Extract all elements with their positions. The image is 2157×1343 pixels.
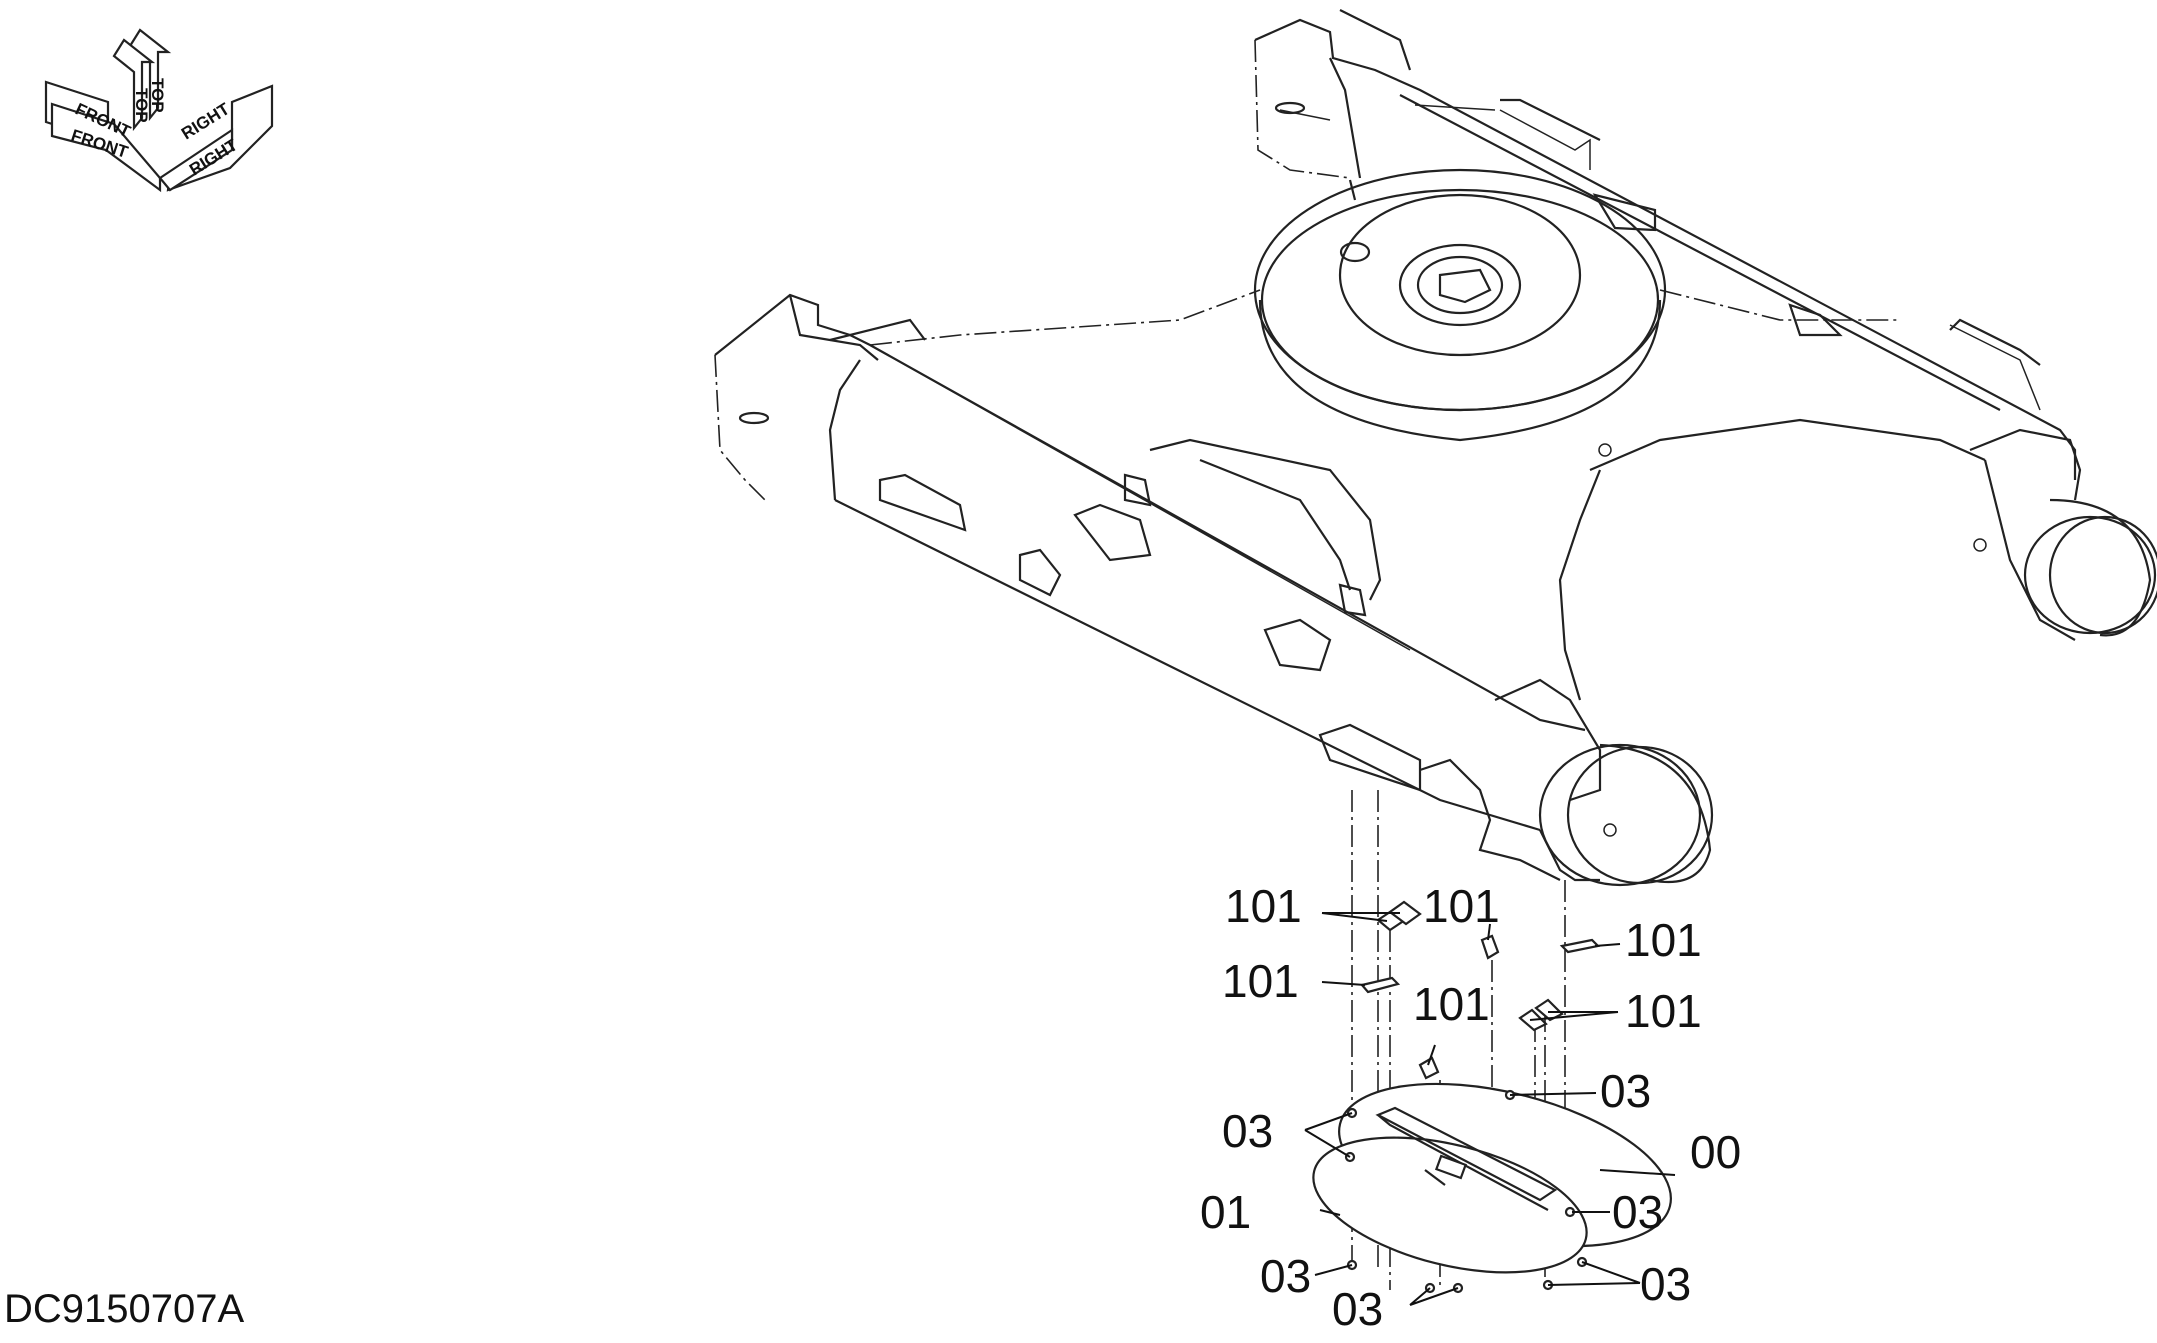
callout-03: 03 [1260, 1250, 1311, 1302]
undercarriage-frame [714, 9, 2157, 887]
cover-latch [1434, 1154, 1468, 1180]
callout-101: 101 [1413, 978, 1490, 1030]
drawing-code: DC9150707A [4, 1287, 244, 1331]
callout-03: 03 [1222, 1105, 1273, 1157]
callout-101: 101 [1625, 914, 1702, 966]
callout-03: 03 [1612, 1186, 1663, 1238]
top-label: TOP [148, 78, 167, 113]
pad-101-b [1388, 900, 1422, 926]
callout-00: 00 [1690, 1126, 1741, 1178]
under-cover-assembly [1312, 1082, 1672, 1274]
pad-101-e [1418, 1056, 1440, 1080]
pad-101-c [1359, 976, 1401, 994]
callout-03: 03 [1640, 1258, 1691, 1310]
pad-101-h [1534, 998, 1564, 1022]
callout-01: 01 [1200, 1186, 1251, 1238]
callout-03: 03 [1332, 1283, 1383, 1335]
callout-labels: 101 101 101 101 101 101 03 03 00 01 03 0… [1200, 880, 1741, 1335]
callout-101: 101 [1225, 880, 1302, 932]
callout-101: 101 [1222, 955, 1299, 1007]
callout-leaders [1304, 912, 1676, 1306]
pad-101-d [1480, 934, 1500, 960]
callout-03: 03 [1600, 1065, 1651, 1117]
top-label-alt: TOP [132, 88, 151, 123]
callout-101: 101 [1625, 985, 1702, 1037]
callout-101: 101 [1423, 880, 1500, 932]
pad-101-f [1559, 938, 1601, 954]
orientation-indicator: FRONT FRONT TOP TOP RIGHT RIGHT [44, 28, 274, 193]
